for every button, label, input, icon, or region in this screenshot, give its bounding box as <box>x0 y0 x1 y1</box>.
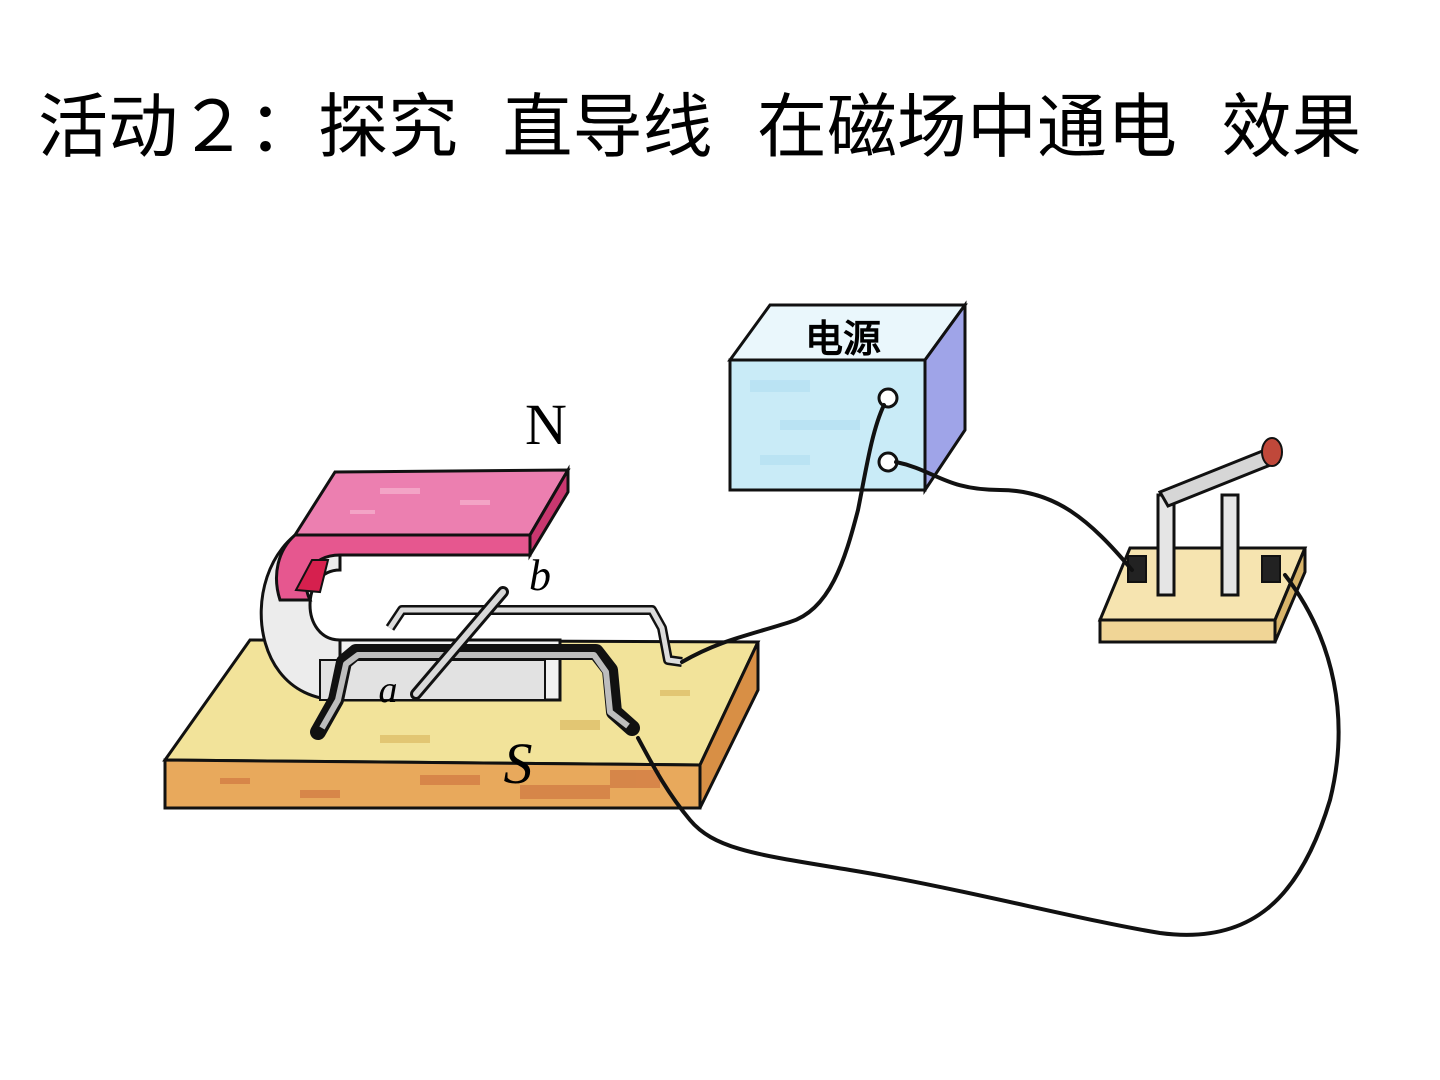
power-terminal-top <box>877 387 899 409</box>
horseshoe-magnet <box>259 464 571 702</box>
south-pole-label: S <box>504 731 533 796</box>
switch-handle <box>1261 437 1283 467</box>
knife-switch <box>1097 437 1308 644</box>
north-pole-label: N <box>525 392 567 457</box>
conductor-rod-ab <box>410 586 509 700</box>
metal-rails <box>310 605 683 740</box>
connecting-wires <box>636 403 1341 937</box>
power-supply-label: 电源 <box>805 317 881 361</box>
slide-title: 活动２：探究 直导线 在磁场中通电 效果 <box>38 86 1362 168</box>
power-supply <box>727 300 968 495</box>
rod-end-b-label: b <box>529 551 551 600</box>
rod-end-a-label: a <box>379 669 398 711</box>
